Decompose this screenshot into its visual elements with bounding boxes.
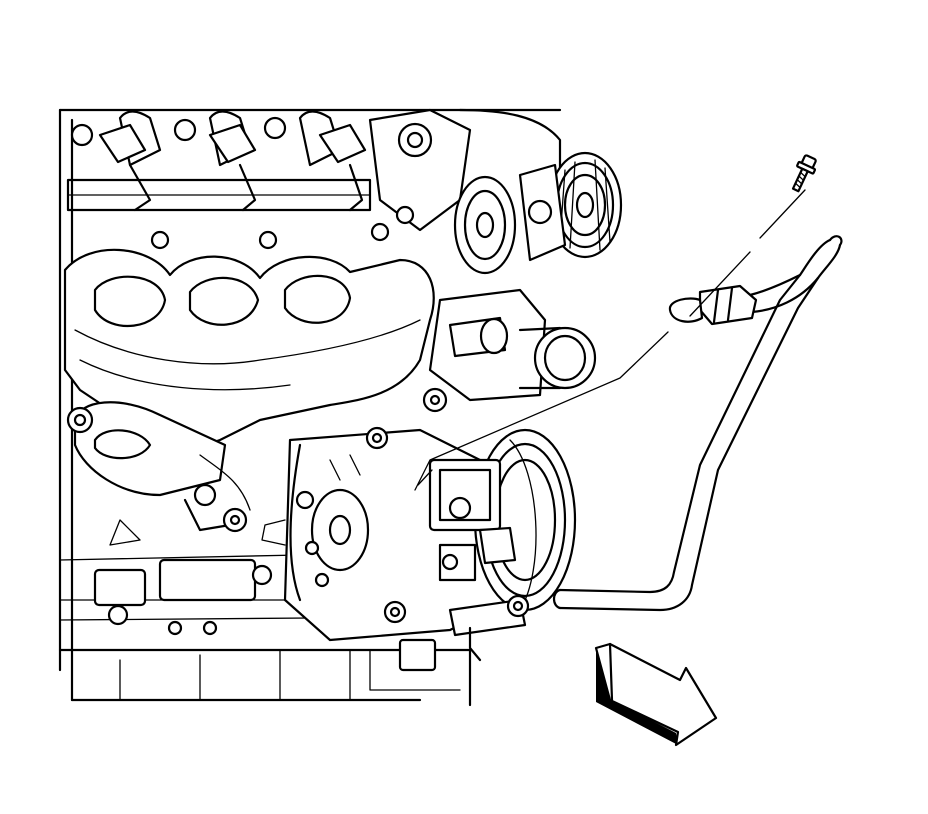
compressor-bracket — [448, 594, 530, 662]
idler-pulley — [453, 175, 517, 275]
direction-arrow-icon — [594, 642, 718, 747]
fuel-rail — [66, 110, 372, 212]
thermostat-housing — [422, 288, 597, 413]
injector-3 — [318, 123, 390, 242]
accessory-bracket — [368, 108, 562, 232]
engine-block — [58, 108, 562, 707]
leader-lines — [414, 189, 806, 491]
ac-hose-pipe — [552, 235, 843, 612]
bolt-icon — [791, 154, 817, 193]
tensioner-pulley — [518, 151, 623, 262]
exhaust-manifold — [63, 248, 435, 457]
manifold-flange — [66, 401, 251, 546]
injector-1 — [98, 123, 170, 250]
injector-2 — [208, 123, 278, 250]
compressor-clutch — [428, 428, 577, 612]
